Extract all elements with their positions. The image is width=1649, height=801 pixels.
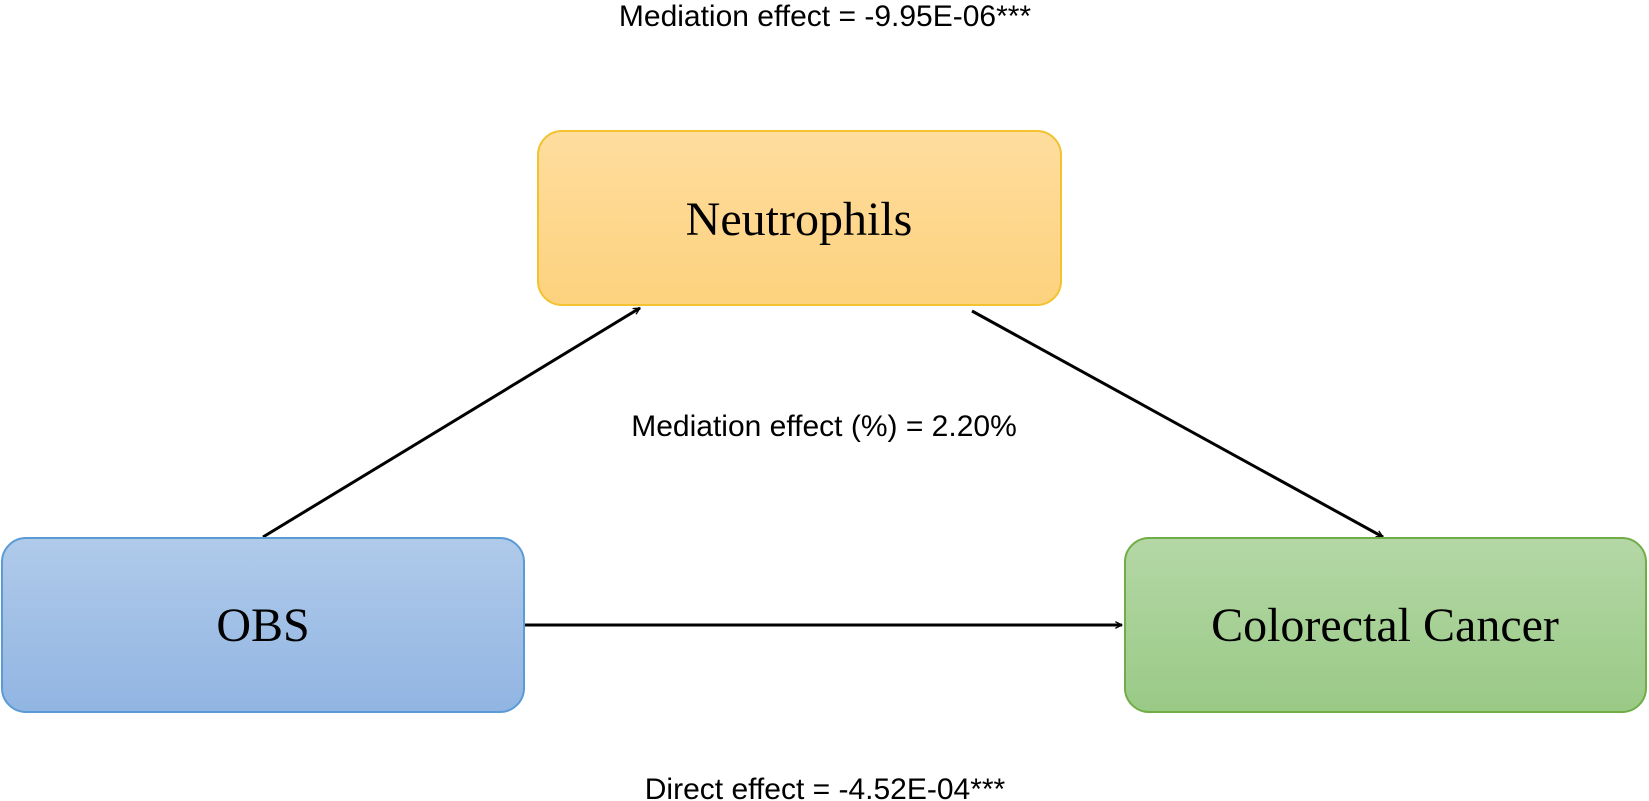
mediation-effect-label: Mediation effect = -9.95E-06*** xyxy=(619,0,1032,33)
node-obs: OBS xyxy=(1,537,525,713)
mediation-percent-label: Mediation effect (%) = 2.20% xyxy=(631,410,1017,443)
node-neutrophils: Neutrophils xyxy=(537,130,1062,306)
arrow-obs-to-neutrophils xyxy=(262,306,640,539)
node-colorectal-cancer-box xyxy=(1124,537,1647,713)
node-obs-label: OBS xyxy=(216,599,309,652)
node-neutrophils-box xyxy=(537,130,1062,306)
arrow-neutrophils-to-colorectal-cancer xyxy=(971,309,1383,539)
node-neutrophils-label: Neutrophils xyxy=(686,193,913,246)
direct-effect-label: Direct effect = -4.52E-04*** xyxy=(645,773,1006,801)
node-colorectal-cancer: Colorectal Cancer xyxy=(1124,537,1647,713)
node-colorectal-cancer-label: Colorectal Cancer xyxy=(1211,599,1559,652)
node-obs-box xyxy=(1,537,525,713)
